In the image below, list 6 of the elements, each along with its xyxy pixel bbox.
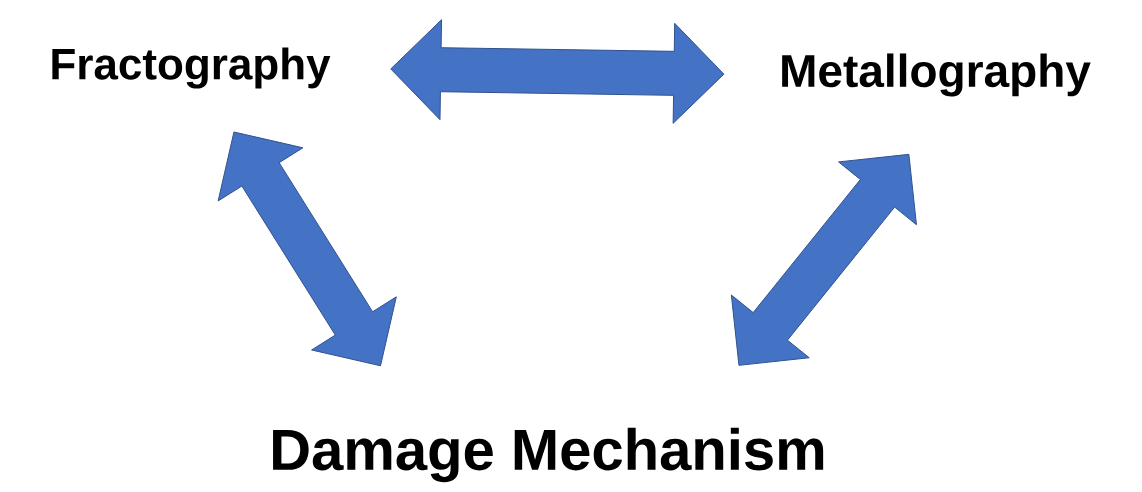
label-text: Fractography — [52, 47, 331, 89]
label-text: Damage Mechanism — [273, 427, 824, 483]
double-arrow — [217, 131, 397, 367]
double-arrow — [730, 153, 917, 366]
label-text: Metallography — [782, 53, 1091, 97]
double-arrow — [390, 19, 725, 124]
